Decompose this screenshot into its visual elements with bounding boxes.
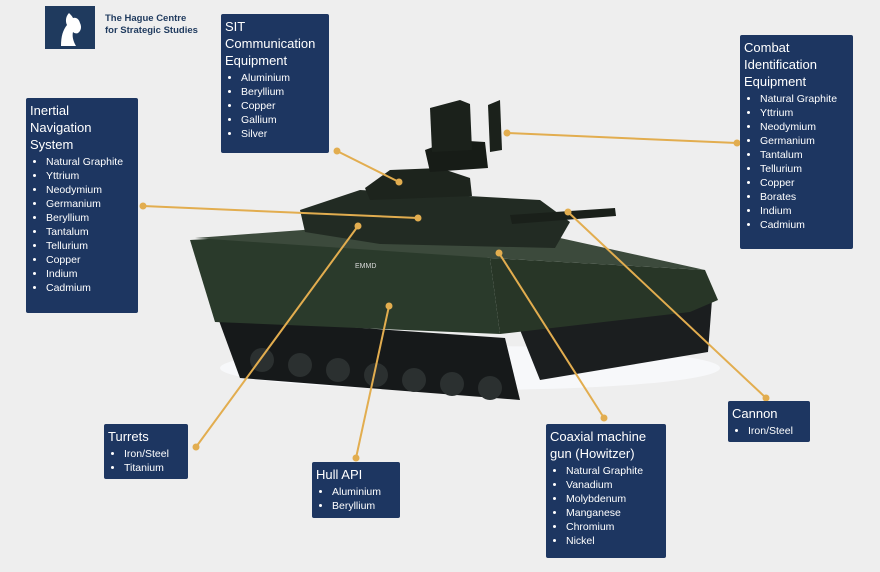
list-item: Beryllium bbox=[46, 211, 133, 225]
list-item: Germanium bbox=[46, 197, 133, 211]
cannon-barrel bbox=[510, 208, 616, 224]
list-item: Aluminium bbox=[241, 71, 324, 85]
list-item: Beryllium bbox=[332, 499, 395, 513]
connector-turrets bbox=[195, 225, 359, 448]
box-sit-communication-equipment: SIT Communication Equipment Aluminium Be… bbox=[221, 14, 329, 153]
org-line-2: for Strategic Studies bbox=[105, 25, 198, 36]
box-title: Cannon bbox=[732, 406, 778, 421]
material-list: Iron/Steel Titanium bbox=[108, 447, 183, 475]
connector-cannon bbox=[567, 211, 767, 399]
material-list: Natural Graphite Yttrium Neodymium Germa… bbox=[30, 155, 133, 295]
box-combat-identification-equipment: Combat Identification Equipment Natural … bbox=[740, 35, 853, 249]
horse-head-icon bbox=[61, 13, 82, 46]
list-item: Cadmium bbox=[46, 281, 133, 295]
connector-coax bbox=[498, 252, 605, 419]
box-title: Turrets bbox=[108, 429, 149, 444]
box-turrets: Turrets Iron/Steel Titanium bbox=[104, 424, 188, 479]
box-title: Coaxial machine gun (Howitzer) bbox=[550, 429, 647, 461]
list-item: Neodymium bbox=[46, 183, 133, 197]
connector-cie bbox=[506, 132, 738, 144]
list-item: Indium bbox=[46, 267, 133, 281]
list-item: Natural Graphite bbox=[566, 464, 661, 478]
hull-marking: EMMD bbox=[355, 263, 376, 270]
hull-front bbox=[490, 258, 718, 334]
list-item: Iron/Steel bbox=[124, 447, 183, 461]
turret bbox=[300, 190, 570, 248]
list-item: Molybdenum bbox=[566, 492, 661, 506]
list-item: Copper bbox=[241, 99, 324, 113]
connector-hull bbox=[355, 305, 390, 459]
list-item: Tantalum bbox=[760, 148, 848, 162]
box-title: Inertial Navigation System bbox=[30, 103, 92, 152]
box-title: Hull API bbox=[316, 467, 363, 482]
list-item: Manganese bbox=[566, 506, 661, 520]
sight-antenna bbox=[488, 100, 502, 152]
road-wheels bbox=[250, 348, 502, 400]
list-item: Natural Graphite bbox=[46, 155, 133, 169]
list-item: Tantalum bbox=[46, 225, 133, 239]
hull-side bbox=[190, 232, 500, 334]
list-item: Indium bbox=[760, 204, 848, 218]
connector-sit bbox=[336, 150, 400, 183]
hull-top bbox=[195, 228, 705, 270]
list-item: Gallium bbox=[241, 113, 324, 127]
list-item: Germanium bbox=[760, 134, 848, 148]
list-item: Nickel bbox=[566, 534, 661, 548]
box-inertial-navigation-system: Inertial Navigation System Natural Graph… bbox=[26, 98, 138, 313]
box-coaxial-machine-gun: Coaxial machine gun (Howitzer) Natural G… bbox=[546, 424, 666, 558]
material-list: Aluminium Beryllium Copper Gallium Silve… bbox=[225, 71, 324, 141]
material-list: Aluminium Beryllium bbox=[316, 485, 395, 513]
material-list: Iron/Steel bbox=[732, 424, 805, 438]
turret-top bbox=[365, 168, 472, 200]
list-item: Natural Graphite bbox=[760, 92, 848, 106]
box-hull-api: Hull API Aluminium Beryllium bbox=[312, 462, 400, 518]
list-item: Borates bbox=[760, 190, 848, 204]
hcss-logo bbox=[45, 6, 95, 49]
list-item: Tellurium bbox=[760, 162, 848, 176]
list-item: Vanadium bbox=[566, 478, 661, 492]
connector-lines bbox=[142, 132, 767, 459]
list-item: Copper bbox=[760, 176, 848, 190]
list-item: Titanium bbox=[124, 461, 183, 475]
connector-ins bbox=[142, 205, 419, 219]
list-item: Iron/Steel bbox=[748, 424, 805, 438]
box-title: Combat Identification Equipment bbox=[744, 40, 817, 89]
list-item: Cadmium bbox=[760, 218, 848, 232]
list-item: Neodymium bbox=[760, 120, 848, 134]
list-item: Aluminium bbox=[332, 485, 395, 499]
list-item: Chromium bbox=[566, 520, 661, 534]
list-item: Beryllium bbox=[241, 85, 324, 99]
list-item: Yttrium bbox=[760, 106, 848, 120]
box-title: SIT Communication Equipment bbox=[225, 19, 316, 68]
list-item: Tellurium bbox=[46, 239, 133, 253]
sight-head bbox=[430, 100, 472, 152]
connector-dots bbox=[139, 129, 770, 462]
organization-name: The Hague Centre for Strategic Studies bbox=[105, 13, 198, 37]
material-list: Natural Graphite Yttrium Neodymium Germa… bbox=[744, 92, 848, 232]
list-item: Silver bbox=[241, 127, 324, 141]
org-line-1: The Hague Centre bbox=[105, 13, 187, 24]
material-list: Natural Graphite Vanadium Molybdenum Man… bbox=[550, 464, 661, 548]
list-item: Copper bbox=[46, 253, 133, 267]
box-cannon: Cannon Iron/Steel bbox=[728, 401, 810, 442]
list-item: Yttrium bbox=[46, 169, 133, 183]
